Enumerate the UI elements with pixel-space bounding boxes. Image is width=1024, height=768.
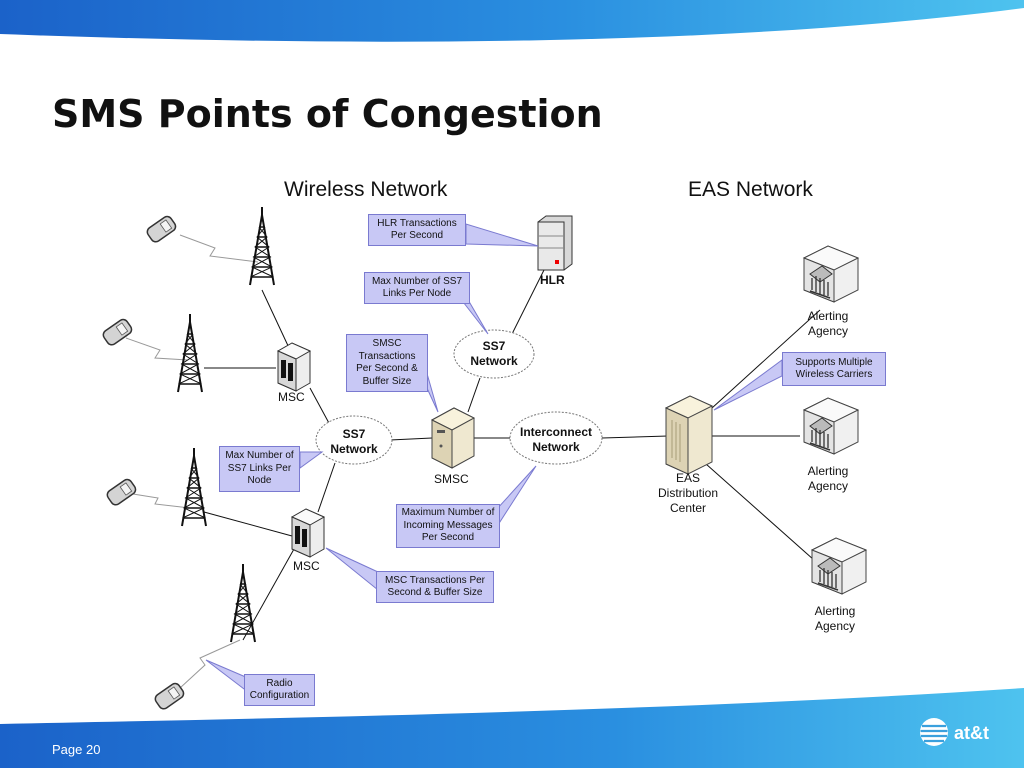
msc-switch-icon: [277, 342, 311, 392]
mobile-phone-icon: [104, 476, 139, 508]
att-brand-text: at&t: [954, 723, 989, 743]
ss7-network-cloud-left: [315, 415, 393, 465]
hlr-label: HLR: [540, 273, 565, 287]
tower-icon: [249, 206, 275, 286]
ss7-network-cloud-top: [453, 329, 535, 379]
link-lines: [203, 267, 821, 641]
tower-icon: [177, 313, 203, 393]
att-globe-logo: [920, 718, 948, 746]
eas-server-icon: [664, 395, 714, 475]
mobile-phone-icon: [144, 213, 179, 245]
mobile-phone-icon: [100, 316, 135, 348]
page-number: Page 20: [52, 742, 101, 757]
mobile-phone-icon: [152, 680, 187, 712]
smsc-label: SMSC: [434, 472, 469, 486]
tower-icon: [230, 563, 256, 643]
alerting-agency-building-icon: [811, 537, 867, 595]
hlr-server-icon: [537, 215, 573, 271]
tower-icon: [181, 447, 207, 527]
wireless-network-heading: Wireless Network: [284, 178, 448, 201]
msc-switch-icon: [291, 508, 325, 558]
radio-links: [125, 234, 259, 689]
eas-network-heading: EAS Network: [688, 178, 813, 201]
msc-label-bottom: MSC: [293, 559, 320, 573]
interconnect-network-cloud: [509, 411, 603, 465]
alerting-agency-building-icon: [803, 245, 859, 303]
smsc-server-icon: [430, 407, 476, 469]
alerting-agency-building-icon: [803, 397, 859, 455]
top-banner: [0, 0, 1024, 42]
msc-label-top: MSC: [278, 390, 305, 404]
bottom-banner: [0, 688, 1024, 768]
page-title: SMS Points of Congestion: [52, 92, 603, 136]
